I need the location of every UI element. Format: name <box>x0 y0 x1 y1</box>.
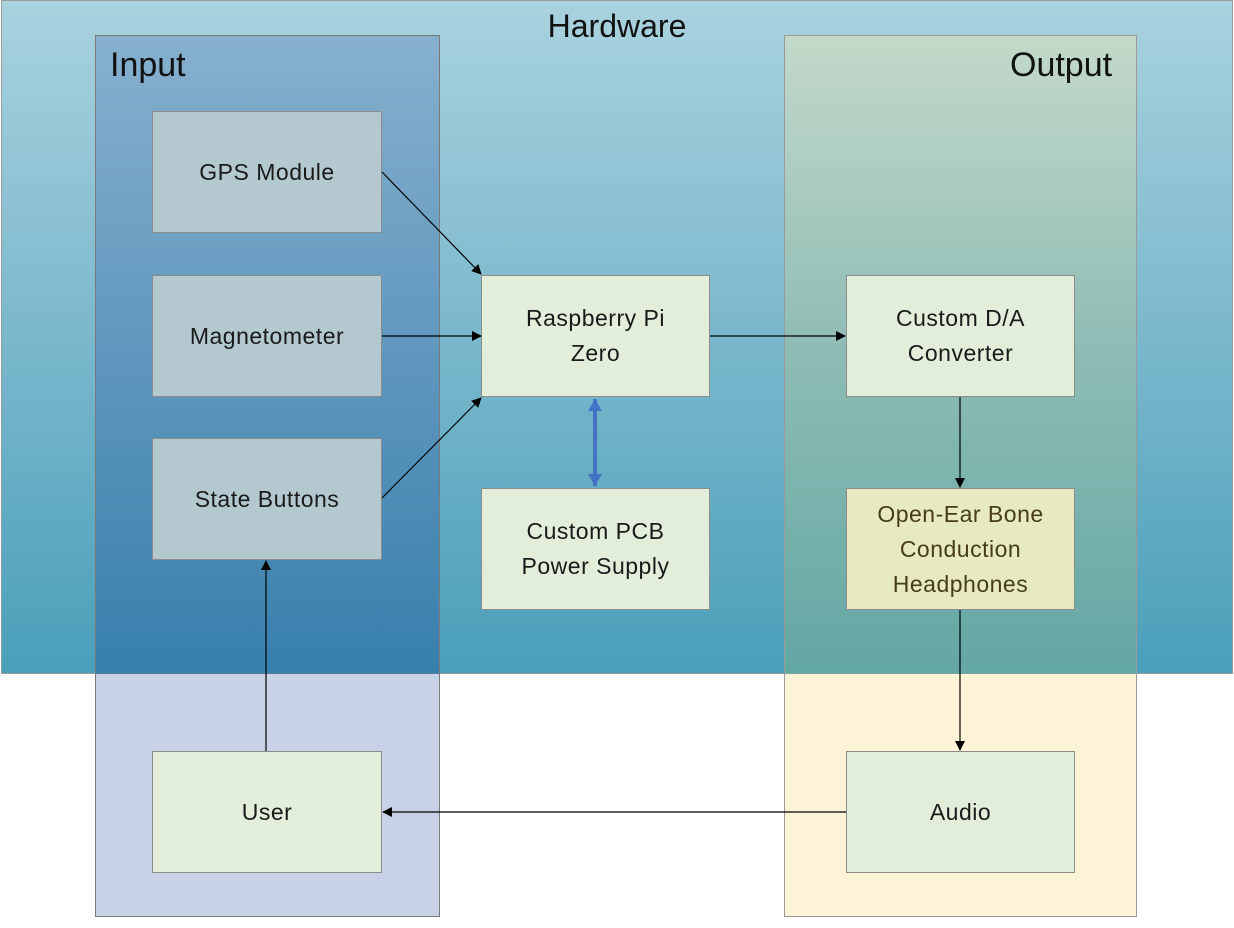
power-supply-node: Custom PCB Power Supply <box>481 488 710 610</box>
headphones-node: Open-Ear Bone Conduction Headphones <box>846 488 1075 610</box>
raspberry-pi-node: Raspberry Pi Zero <box>481 275 710 397</box>
user-node: User <box>152 751 382 873</box>
magnetometer-node: Magnetometer <box>152 275 382 397</box>
hardware-title: Hardware <box>547 8 687 44</box>
gps-to-pi-arrow <box>381 171 482 275</box>
dac-node: Custom D/A Converter <box>846 275 1075 397</box>
buttons-to-pi-arrow <box>381 397 482 499</box>
state-buttons-node: State Buttons <box>152 438 382 560</box>
audio-node: Audio <box>846 751 1075 873</box>
output-group-label: Output <box>1010 46 1113 84</box>
gps-module-node: GPS Module <box>152 111 382 233</box>
input-group-label: Input <box>110 46 186 84</box>
